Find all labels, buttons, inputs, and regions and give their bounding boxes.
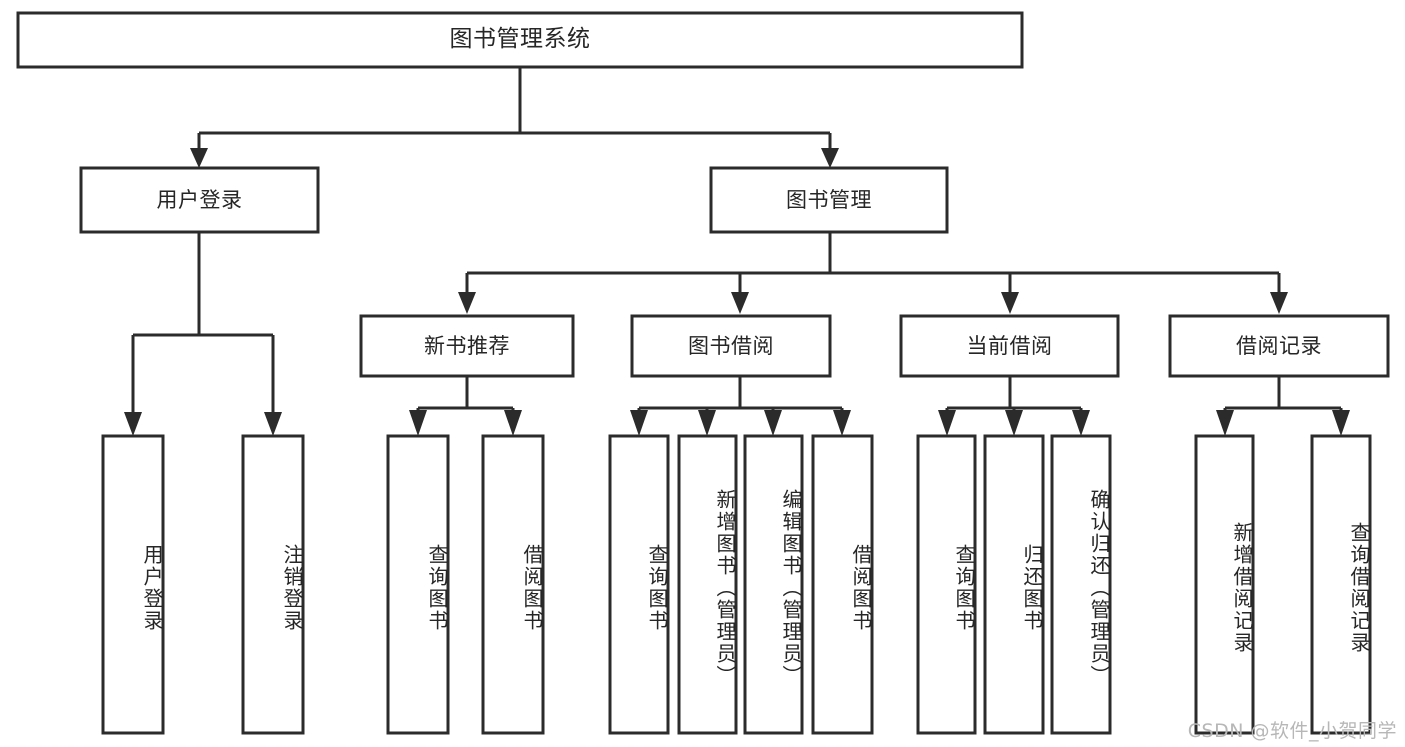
node-box-leaf-add-book[interactable] — [677, 434, 738, 735]
node-box-current-borrow[interactable] — [899, 314, 1120, 378]
node-box-leaf-query-record[interactable] — [1310, 434, 1372, 735]
node-box-user-login[interactable] — [79, 166, 320, 234]
node-box-new-book-rec[interactable] — [359, 314, 575, 378]
connector-group-user-login — [124, 232, 282, 436]
node-box-leaf-edit-book[interactable] — [743, 434, 804, 735]
node-box-leaf-confirm-return[interactable] — [1050, 434, 1112, 735]
node-box-leaf-user-login[interactable] — [101, 434, 165, 735]
node-box-book-borrow[interactable] — [630, 314, 832, 378]
connector-group-borrow-record — [1216, 376, 1350, 436]
node-box-leaf-add-record[interactable] — [1194, 434, 1255, 735]
node-box-book-manage[interactable] — [709, 166, 949, 234]
node-box-borrow-record[interactable] — [1168, 314, 1390, 378]
node-box-leaf-borrow-book-2[interactable] — [811, 434, 874, 735]
connector-group-root — [190, 67, 839, 168]
connector-group-book-borrow — [630, 376, 851, 436]
connector-group-new-book-rec — [409, 376, 522, 436]
connector-group-book-manage — [458, 232, 1288, 314]
connector-group-current-borrow — [938, 376, 1090, 436]
node-box-leaf-query-book-3[interactable] — [916, 434, 977, 735]
node-box-leaf-query-book-1[interactable] — [386, 434, 450, 735]
node-box-leaf-query-book-2[interactable] — [608, 434, 670, 735]
node-box-leaf-borrow-book-1[interactable] — [481, 434, 545, 735]
node-box-leaf-logout-login[interactable] — [241, 434, 305, 735]
node-box-leaf-return-book[interactable] — [983, 434, 1045, 735]
watermark-text: CSDN @软件_小贺同学 — [1187, 720, 1397, 742]
node-box-root[interactable] — [16, 11, 1024, 69]
